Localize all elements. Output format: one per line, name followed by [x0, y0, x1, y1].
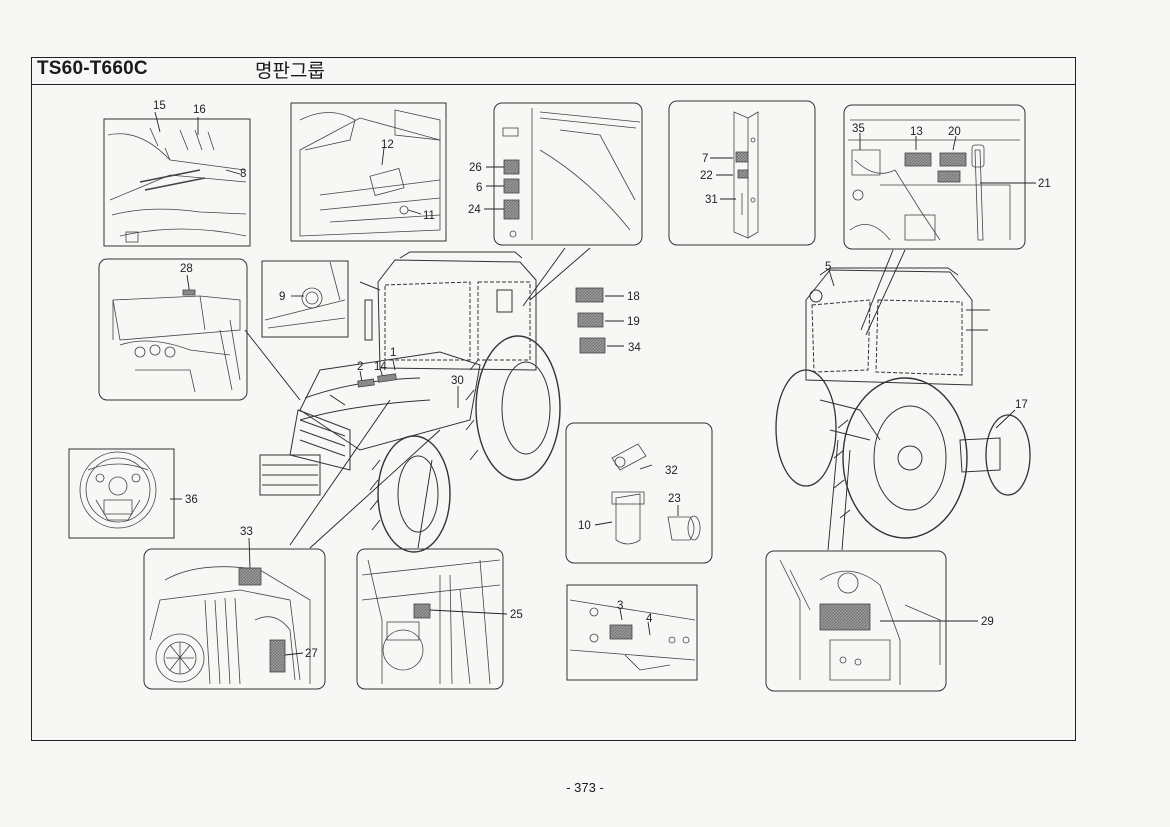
callout-32: 32: [665, 465, 678, 477]
model-title: TS60-T660C: [37, 58, 148, 79]
callout-15: 15: [153, 100, 166, 112]
inset-bracket: [668, 100, 816, 246]
callout-labels: 1 2 3 4 5 6 7 8 9 10 11 12 13 14 15 16 1…: [153, 100, 1051, 660]
decal-3: [609, 624, 633, 640]
callout-24: 24: [468, 204, 481, 216]
inset-seat-box: [98, 258, 248, 401]
callout-33: 33: [240, 526, 253, 538]
callout-5: 5: [825, 261, 831, 273]
decal-2: [357, 378, 375, 388]
callout-25: 25: [510, 609, 523, 621]
callout-12: 12: [381, 139, 394, 151]
callout-13: 13: [910, 126, 923, 138]
title-bar: [31, 57, 1076, 85]
inset-filter: [356, 548, 504, 690]
callout-27: 27: [305, 648, 318, 660]
page-frame: [31, 57, 1076, 741]
decal-22: [737, 169, 749, 179]
decal-plates: [182, 151, 967, 673]
decal-27: [269, 639, 286, 673]
inset-floor: [290, 102, 447, 242]
tractor-rear-view: [775, 267, 1031, 539]
callout-31: 31: [705, 194, 718, 206]
callout-36: 36: [185, 494, 198, 506]
callout-1: 1: [390, 347, 396, 359]
leader-lines: [154, 111, 1036, 656]
callout-7: 7: [702, 153, 708, 165]
decal-34: [579, 337, 606, 354]
decal-6: [503, 178, 520, 194]
callout-20: 20: [948, 126, 961, 138]
callout-14: 14: [374, 361, 387, 373]
decal-24: [503, 199, 520, 220]
callout-21: 21: [1038, 178, 1051, 190]
callout-4: 4: [646, 613, 653, 625]
decal-20: [939, 152, 967, 167]
page-number: - 373 -: [566, 780, 604, 795]
callout-10: 10: [578, 520, 591, 532]
decal-33: [238, 567, 262, 586]
callout-35: 35: [852, 123, 865, 135]
callout-26: 26: [469, 162, 482, 174]
decal-13: [904, 152, 932, 167]
callout-17: 17: [1015, 399, 1028, 411]
decal-19: [577, 312, 604, 328]
callout-29: 29: [981, 616, 994, 628]
inset-cab-rear: [843, 104, 1026, 250]
callout-28: 28: [180, 263, 193, 275]
inset-fuses: [565, 422, 713, 564]
callout-8: 8: [240, 168, 246, 180]
inset-frame-rail: [566, 584, 698, 681]
callout-18: 18: [627, 291, 640, 303]
decal-18: [575, 287, 604, 303]
callout-16: 16: [193, 104, 206, 116]
tractor-front-view: [259, 251, 561, 553]
callout-19: 19: [627, 316, 640, 328]
decal-26: [503, 159, 520, 175]
decal-29: [819, 603, 871, 631]
callout-34: 34: [628, 342, 641, 354]
callout-9: 9: [279, 291, 285, 303]
callout-6: 6: [476, 182, 482, 194]
decal-28: [182, 289, 196, 296]
callout-11: 11: [423, 210, 435, 222]
inset-engine: [143, 548, 326, 690]
decal-20b: [937, 170, 961, 183]
decal-7: [735, 151, 749, 163]
callout-3: 3: [617, 600, 623, 612]
inset-pillar: [493, 102, 643, 246]
callout-2: 2: [357, 361, 363, 373]
callout-23: 23: [668, 493, 681, 505]
callout-30: 30: [451, 375, 464, 387]
inset-cap: [261, 260, 349, 338]
inset-levers: [103, 118, 251, 247]
callout-22: 22: [700, 170, 713, 182]
decal-14: [377, 373, 397, 383]
decal-25: [413, 603, 431, 619]
inset-steering: [68, 448, 175, 539]
group-title: 명판그룹: [255, 60, 325, 82]
